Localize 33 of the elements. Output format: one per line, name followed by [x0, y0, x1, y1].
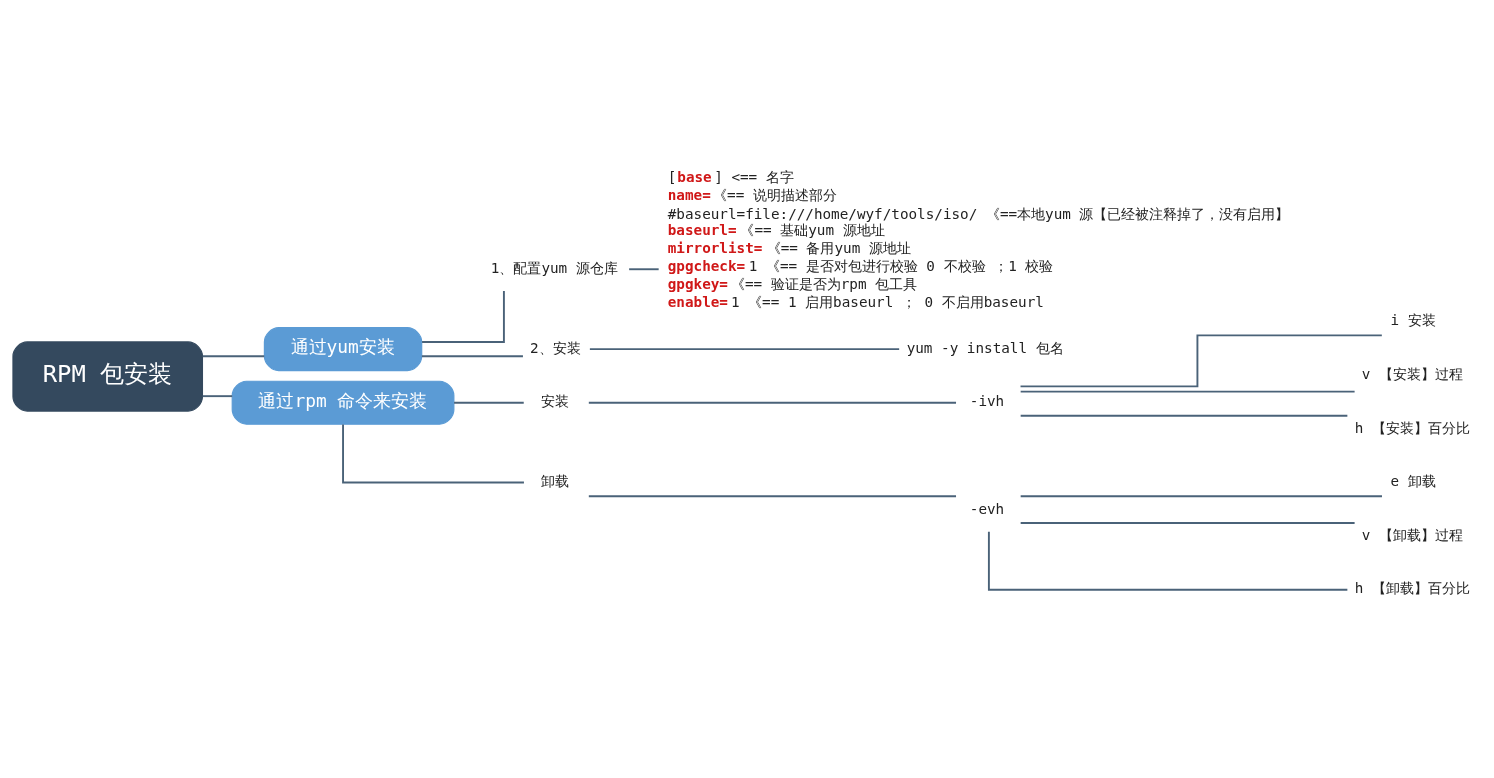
connector	[1019, 522, 1356, 524]
connector	[1019, 390, 1356, 393]
node-text: e 卸载	[1390, 473, 1436, 490]
node-text: -evh	[969, 500, 1005, 517]
connector	[587, 401, 957, 404]
node-text: 2、安装	[530, 339, 581, 356]
node-box: RPM 包安装	[12, 341, 204, 412]
node-text: v 【卸载】过程	[1361, 526, 1464, 543]
node-text: 1、配置yum 源仓库	[490, 259, 618, 276]
node-text: v 【安装】过程	[1361, 365, 1464, 382]
node-text: [base] <== 名字 name= 《== 说明描述部分 #baseurl=file:///home/wyf/tools/iso/ 《==本地yum 源【已经被注释掉了，没有启用】 baseurl= 《== 基础yum 源地址 mirrorlist= 《== 备用yum 源地址 gpgcheck=1 《== 是否对包进行校验 0 不校验 ；1 校验 gpgkey= 《== 验证是否为rpm 包工具 enable=1 《== 1 启用baseurl ； 0 不启用baseurl	[667, 168, 1290, 310]
node-text: 安装	[541, 393, 570, 410]
node-text: i 安装	[1390, 312, 1436, 329]
connector	[342, 423, 525, 484]
connector	[588, 348, 901, 351]
connector	[587, 495, 957, 498]
node-text: -ivh	[969, 393, 1005, 410]
node-box: 通过rpm 命令来安装	[231, 380, 455, 425]
node-text: h 【安装】百分比	[1354, 419, 1470, 436]
connector	[421, 290, 505, 343]
node-text: h 【卸载】百分比	[1354, 580, 1470, 597]
connector	[201, 395, 234, 398]
connector	[453, 401, 525, 404]
connector	[420, 355, 524, 358]
connector	[201, 355, 266, 358]
connector	[1019, 414, 1349, 417]
connector	[1019, 495, 1383, 498]
connector	[1019, 334, 1383, 388]
node-text: yum -y install 包名	[906, 339, 1064, 356]
node-text: 卸载	[541, 473, 570, 490]
node-box: 通过yum安装	[263, 327, 423, 372]
connector	[987, 530, 1349, 591]
connector	[628, 268, 660, 271]
